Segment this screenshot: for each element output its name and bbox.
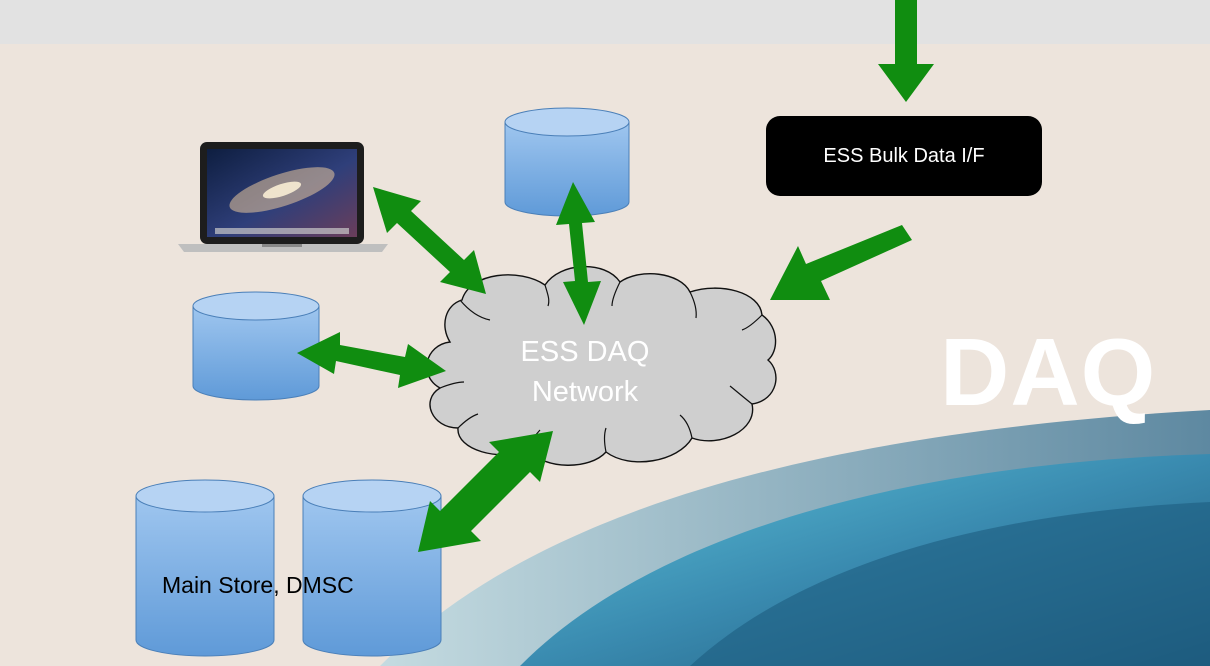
cloud-label-line1: ESS DAQ [520, 336, 650, 368]
database-icon [192, 291, 320, 401]
top-banner [0, 0, 1210, 44]
arrow-icon [556, 182, 601, 325]
arrow-icon [878, 0, 934, 102]
database-icon [135, 479, 275, 657]
arrow-icon [418, 431, 553, 552]
arrow-group [297, 0, 934, 552]
daq-watermark: DAQ [940, 319, 1157, 426]
cloud-outline-detail [439, 281, 763, 453]
database-icon [504, 107, 630, 217]
main-store-label: Main Store, DMSC [162, 572, 354, 598]
database-icon [302, 479, 442, 657]
bulk-data-interface-label: ESS Bulk Data I/F [823, 144, 985, 167]
arrow-icon [297, 332, 446, 388]
cloud-label-line2: Network [531, 376, 639, 408]
laptop-icon [178, 142, 388, 252]
bulk-data-interface-box: ESS Bulk Data I/F [766, 116, 1042, 196]
cloud-icon [426, 265, 777, 466]
background-swoosh [380, 410, 1210, 666]
arrow-icon [770, 225, 912, 300]
arrow-icon [373, 187, 486, 294]
